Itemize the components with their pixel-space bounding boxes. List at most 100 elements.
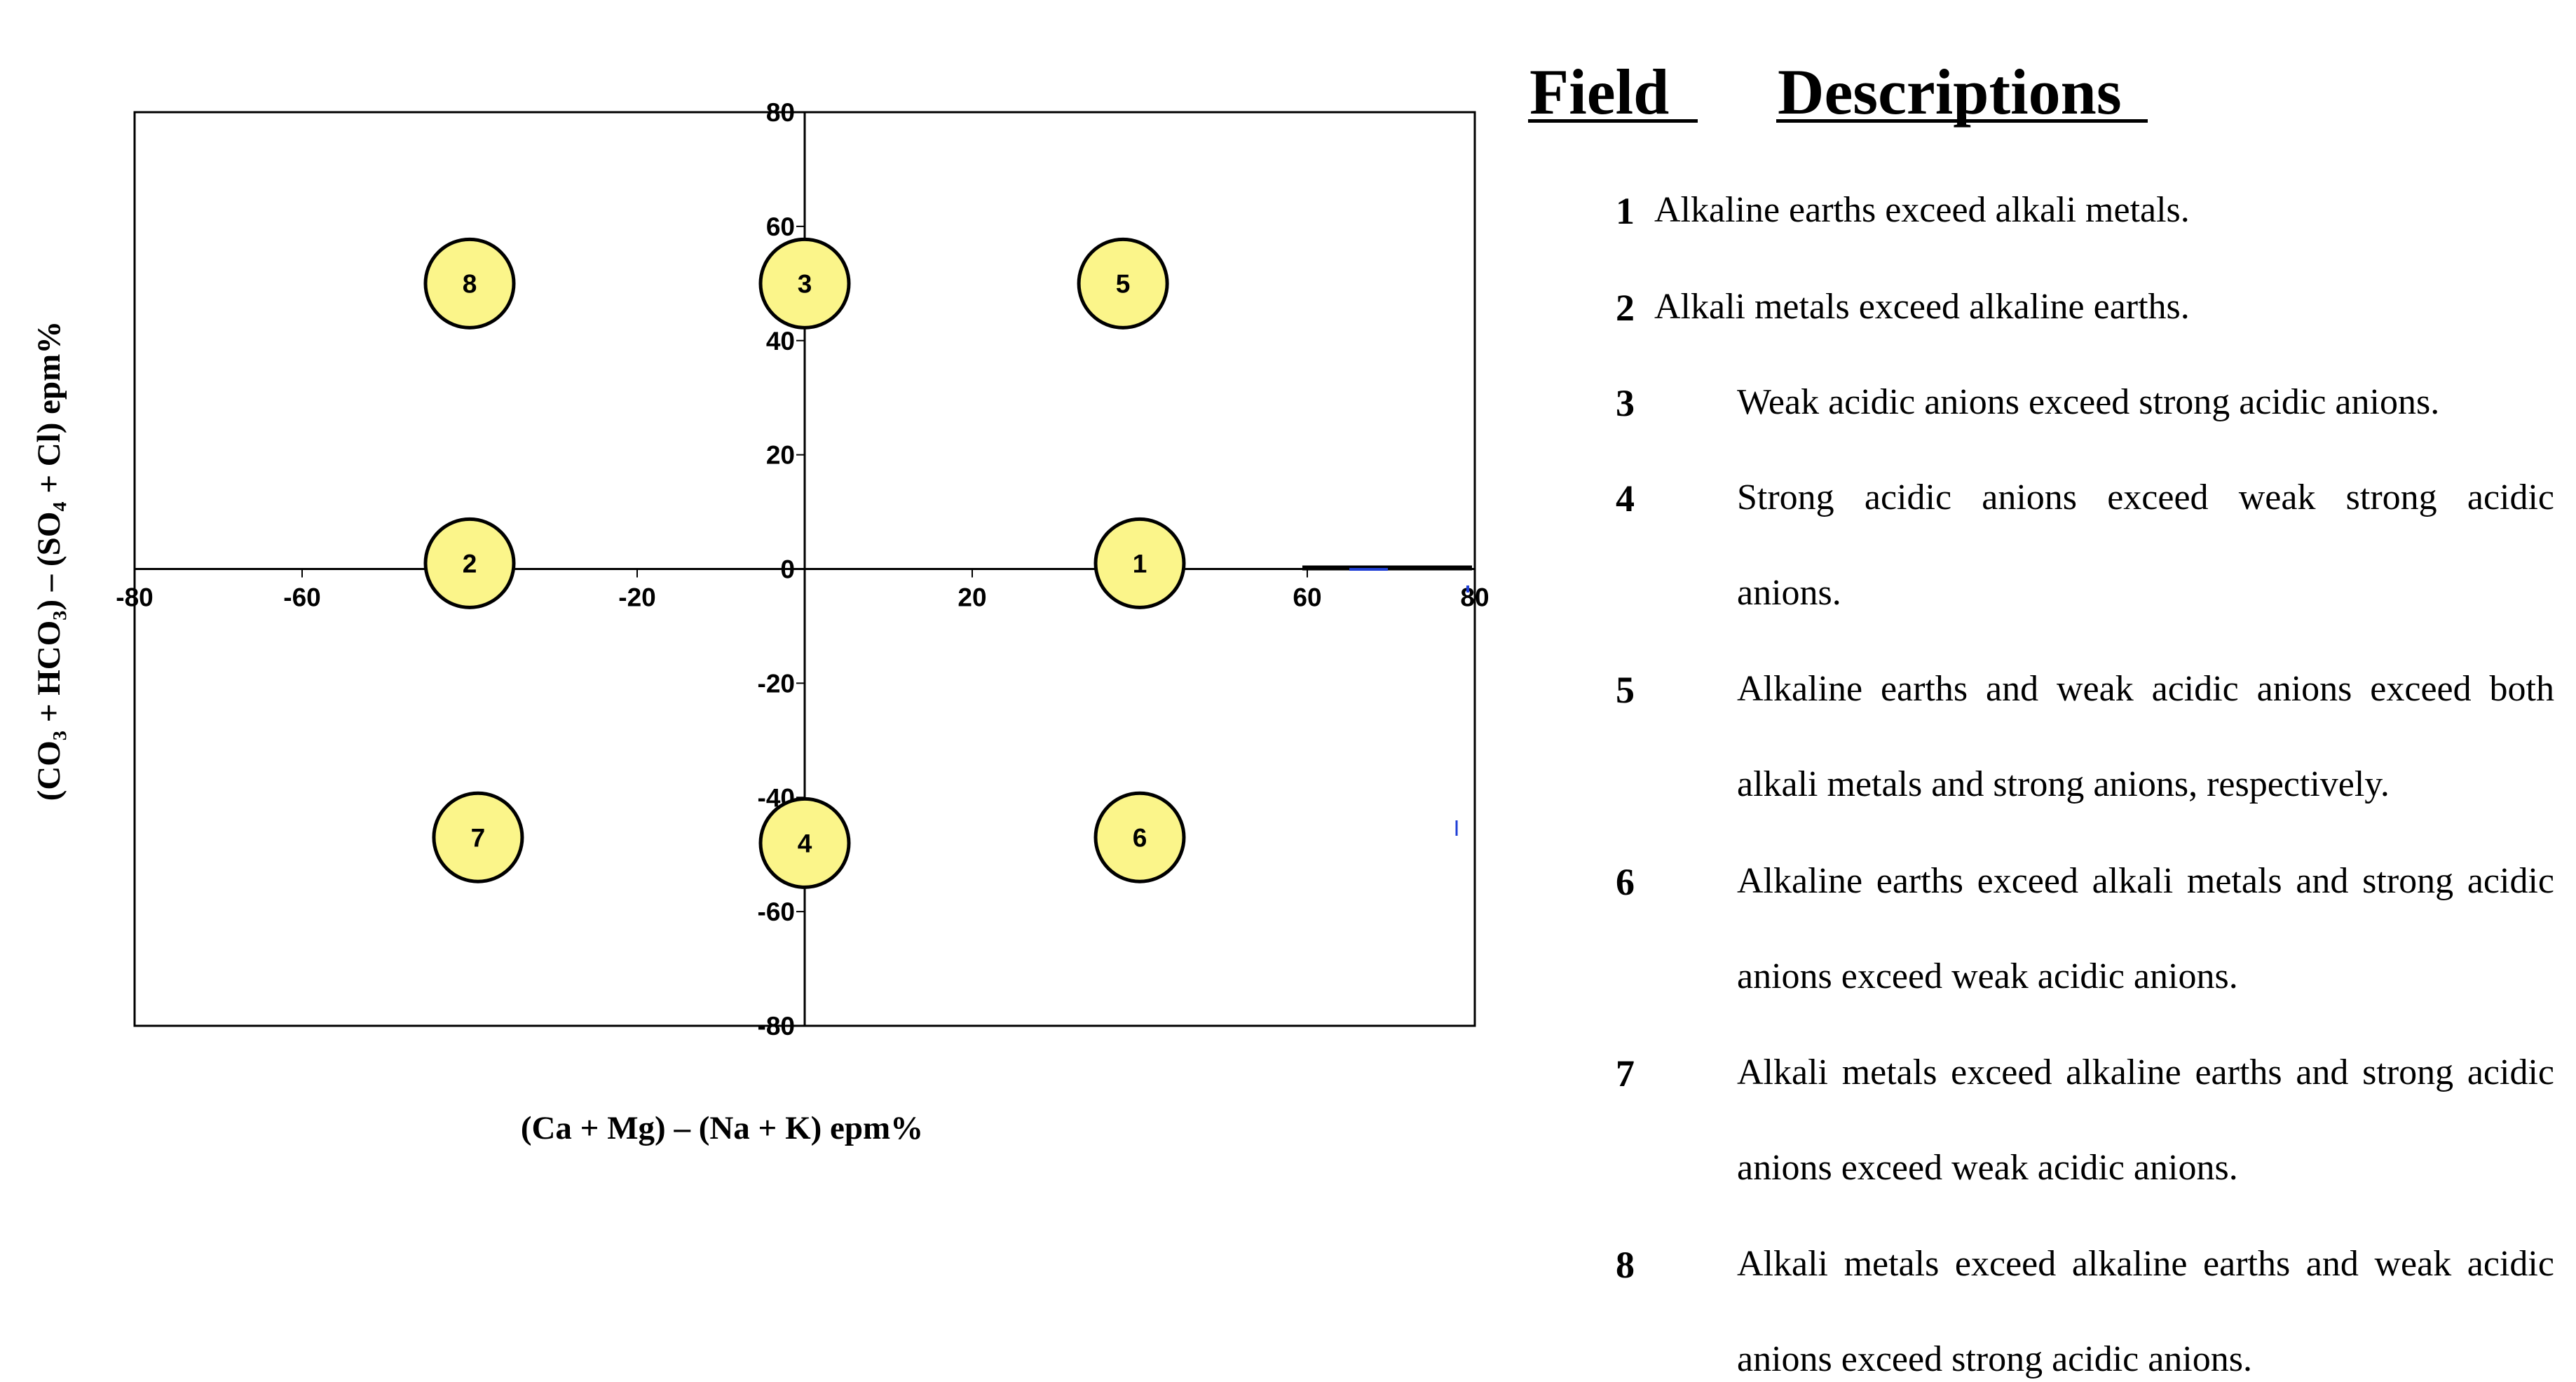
- y-tick-label: 20: [766, 441, 795, 470]
- field-circle: [423, 237, 516, 330]
- legend-word: earths: [2203, 1244, 2291, 1284]
- field-number: 8: [463, 269, 477, 298]
- field-marker-3: 3: [758, 237, 851, 330]
- legend-item-text: anions exceed weak acidic anions.: [1737, 1148, 2238, 1188]
- descriptions-header-underline: [1776, 119, 2148, 123]
- field-circle: [1077, 237, 1169, 330]
- field-number: 7: [471, 823, 486, 852]
- field-marker-6: 6: [1093, 791, 1186, 883]
- legend-item-text: alkali metals and strong anions, respect…: [1737, 764, 2390, 804]
- field-circle: [758, 797, 851, 889]
- field-circle: [1093, 791, 1186, 883]
- legend-item-number: 6: [1616, 861, 1635, 903]
- legend-item-text: Alkaline earths exceed alkali metals.: [1654, 190, 2190, 230]
- legend-word: acidic: [2467, 477, 2554, 517]
- y-tick-label: -80: [758, 1012, 795, 1041]
- field-circle: [432, 791, 524, 883]
- field-number: 2: [463, 549, 477, 578]
- field-marker-8: 8: [423, 237, 516, 330]
- field-number: 1: [1133, 549, 1147, 578]
- legend-word: Alkaline: [1737, 861, 1863, 901]
- legend-word: strong: [2345, 477, 2437, 517]
- legend-word: weak: [2057, 669, 2134, 709]
- legend-item-text: anions exceed strong acidic anions.: [1737, 1339, 2252, 1379]
- x-tick-label: 60: [1293, 583, 1321, 612]
- legend-item-text: Alkaline earths exceed alkali metals and stron…: [1737, 860, 2554, 902]
- legend-item-text: Weak acidic anions exceed strong acidic …: [1737, 382, 2440, 422]
- field-marker-4: 4: [758, 797, 851, 889]
- legend-word: earths: [2195, 1052, 2282, 1092]
- legend-word: metals: [1844, 1244, 1940, 1284]
- field-header: Field: [1529, 56, 1670, 128]
- field-marker-7: 7: [432, 791, 524, 883]
- legend-word: acidic: [2467, 1052, 2554, 1092]
- legend-word: metals: [1841, 1052, 1937, 1092]
- legend-word: alkali: [2092, 861, 2174, 901]
- y-tick-label: 60: [766, 212, 795, 241]
- x-tick-label: -60: [283, 583, 320, 612]
- legend-word: metals: [2186, 861, 2282, 901]
- field-number: 6: [1133, 823, 1147, 852]
- legend-word: exceed: [1977, 861, 2078, 901]
- legend-word: strong: [2362, 1052, 2454, 1092]
- legend-item-number: 5: [1616, 669, 1635, 711]
- legend-word: and: [2305, 1244, 2359, 1284]
- legend-word: alkaline: [2066, 1052, 2181, 1092]
- legend-word: Alkali: [1737, 1244, 1828, 1284]
- legend-item-number: 7: [1616, 1052, 1635, 1095]
- legend-word: and: [2296, 1052, 2349, 1092]
- legend-item-number: 1: [1616, 190, 1635, 232]
- legend-word: Alkali: [1737, 1052, 1828, 1092]
- legend-item-number: 8: [1616, 1244, 1635, 1286]
- field-number: 4: [798, 829, 812, 858]
- field-diagram: -80-60-40-2020406080806040200-20-40-60-8…: [31, 98, 1490, 1146]
- x-axis-label: (Ca + Mg) – (Na + K) epm%: [521, 1110, 923, 1146]
- legend-word: acidic: [2151, 669, 2239, 709]
- y-tick-label: 40: [766, 327, 795, 355]
- legend-item-number: 4: [1616, 477, 1635, 520]
- legend-item-text: Alkali metals exceed alkaline earths.: [1654, 287, 2190, 327]
- field-circle: [423, 517, 516, 609]
- x-tick-label: -80: [116, 583, 153, 612]
- legend-word: weak: [2238, 477, 2316, 517]
- legend-word: acidic: [1864, 477, 1952, 517]
- field-circle: [1093, 517, 1186, 609]
- field-header-underline: [1528, 119, 1698, 123]
- legend-item-text: anions.: [1737, 573, 1841, 613]
- field-circles: 1 2 3 4 5 6 7 8: [423, 237, 1186, 889]
- y-tick-label: 80: [766, 98, 795, 127]
- legend-item-number: 3: [1616, 382, 1635, 424]
- legend-word: acidic: [2467, 861, 2554, 901]
- legend-word: acidic: [2467, 1244, 2554, 1284]
- descriptions-header: Descriptions: [1778, 56, 2122, 128]
- legend-word: exceed: [2107, 477, 2209, 517]
- legend-word: Strong: [1737, 477, 1834, 517]
- legend-word: exceed: [1951, 1052, 2052, 1092]
- legend-word: anions: [1982, 477, 2077, 517]
- legend-word: earths: [1880, 669, 1968, 709]
- legend-word: and: [2296, 861, 2349, 901]
- x-tick-label: 20: [958, 583, 986, 612]
- field-number: 5: [1116, 269, 1131, 298]
- y-tick-label: 0: [780, 555, 795, 584]
- legend-item-number: 2: [1616, 287, 1635, 329]
- legend-word: both: [2489, 669, 2554, 709]
- legend-word: earths: [1876, 861, 1963, 901]
- field-circle: [758, 237, 851, 330]
- field-marker-1: 1: [1093, 517, 1186, 609]
- legend-word: anions: [2256, 669, 2352, 709]
- y-axis-label: (CO₃ + HCO₃) – (SO₄ + Cl) epm%: [31, 321, 67, 801]
- x-tick-label: -20: [618, 583, 655, 612]
- y-tick-label: -20: [758, 669, 795, 698]
- legend-word: weak: [2374, 1244, 2452, 1284]
- x-tick-label: 80: [1460, 583, 1489, 612]
- legend-item-text: Alkali metals exceed alkaline earths and stron…: [1737, 1052, 2554, 1093]
- y-tick-label: -60: [758, 897, 795, 926]
- legend-word: strong: [2362, 861, 2454, 901]
- legend-word: exceed: [1954, 1244, 2057, 1284]
- field-marker-2: 2: [423, 517, 516, 609]
- legend-item-text: anions exceed weak acidic anions.: [1737, 956, 2238, 996]
